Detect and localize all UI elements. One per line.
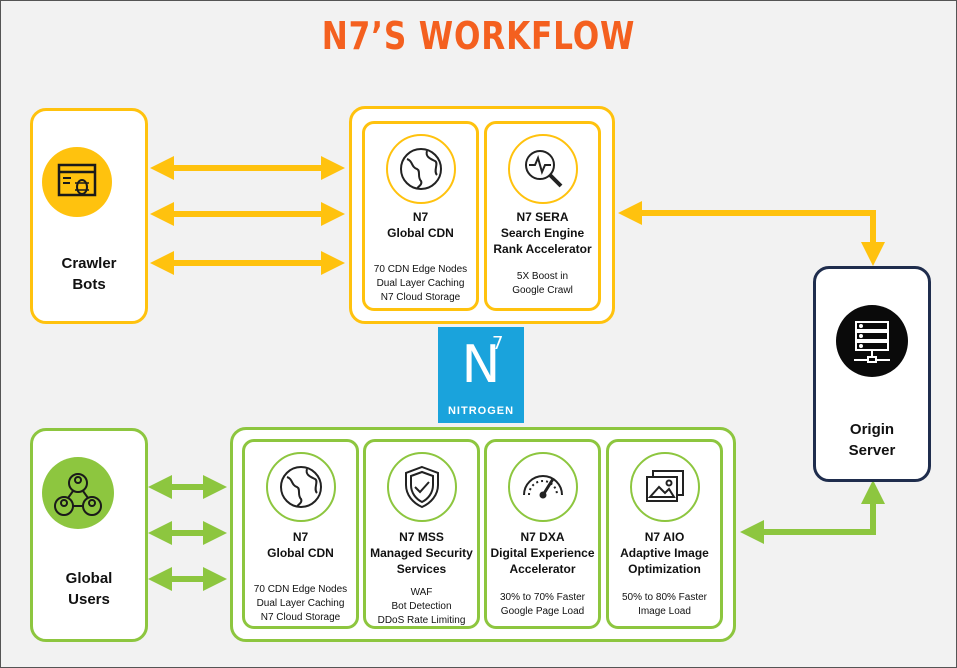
globe-icon — [265, 452, 336, 522]
shield-check-icon — [386, 452, 457, 522]
speedometer-icon — [507, 452, 578, 522]
image-gallery-icon — [629, 452, 700, 522]
origin-bottom-arrow — [740, 480, 885, 544]
users-cdn-arrows — [148, 475, 227, 591]
server-icon — [836, 305, 908, 377]
globe-icon — [385, 134, 456, 204]
network-users-icon — [42, 457, 114, 529]
page-title: N7’S WORKFLOW — [321, 14, 636, 58]
bug-browser-icon — [42, 147, 112, 217]
origin-top-arrow — [618, 201, 885, 266]
search-analytics-icon — [507, 134, 578, 204]
nitrogen-logo: N 7 NITROGEN — [438, 327, 524, 423]
crawler-cdn-arrows — [150, 156, 345, 275]
